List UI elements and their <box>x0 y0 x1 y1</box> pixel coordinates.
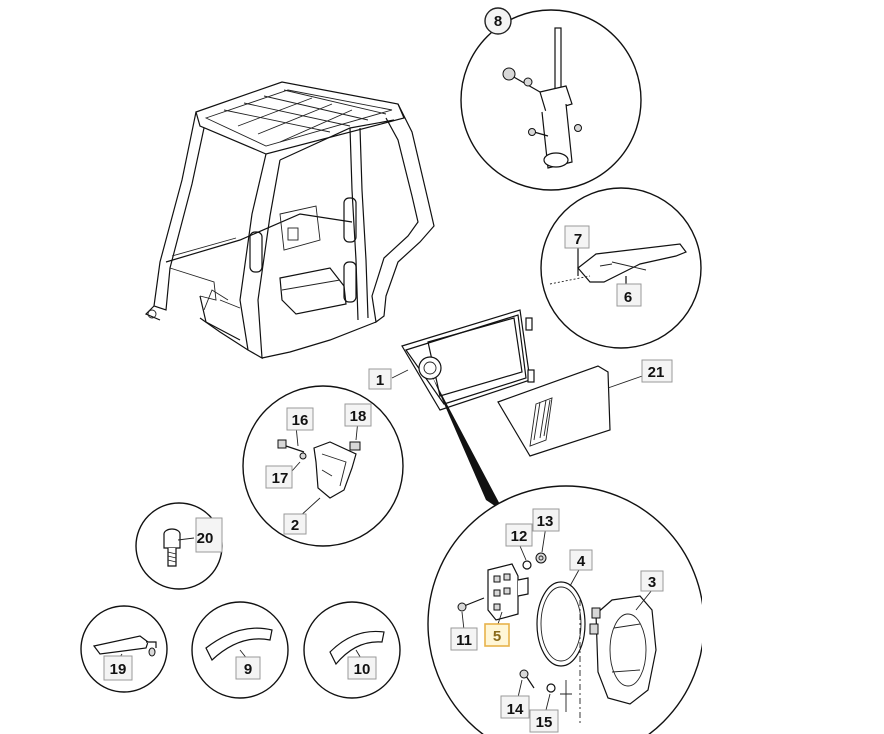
cab-frame-illustration <box>144 81 435 360</box>
callout-5-highlighted: 5 <box>484 623 510 647</box>
detail-adhesive-circle <box>80 605 168 693</box>
svg-text:9: 9 <box>244 661 252 678</box>
svg-text:12: 12 <box>511 528 528 545</box>
svg-text:17: 17 <box>272 470 289 487</box>
svg-text:5: 5 <box>493 628 501 645</box>
callout-21: 21 <box>641 359 673 383</box>
callout-10: 10 <box>347 656 377 680</box>
svg-text:13: 13 <box>537 513 554 530</box>
svg-text:20: 20 <box>197 530 214 547</box>
svg-text:15: 15 <box>536 714 553 731</box>
svg-text:21: 21 <box>648 364 665 381</box>
svg-text:18: 18 <box>350 408 367 425</box>
callout-19: 19 <box>103 655 133 681</box>
svg-text:2: 2 <box>291 517 299 534</box>
callout-9: 9 <box>235 656 261 680</box>
callout-12: 12 <box>505 523 533 547</box>
svg-text:7: 7 <box>574 231 582 248</box>
svg-text:4: 4 <box>577 553 586 570</box>
svg-text:19: 19 <box>110 661 127 678</box>
detail-handle-circle <box>540 187 702 349</box>
callout-15: 15 <box>529 709 559 733</box>
svg-text:16: 16 <box>292 412 309 429</box>
detail-strip-10-circle <box>303 601 401 699</box>
callout-2: 2 <box>283 513 307 535</box>
svg-text:1: 1 <box>376 372 384 389</box>
callout-17: 17 <box>265 465 293 489</box>
callout-20: 20 <box>195 517 223 553</box>
callout-16: 16 <box>286 407 314 431</box>
svg-text:8: 8 <box>494 13 502 30</box>
callout-14: 14 <box>500 695 530 719</box>
detail-lock-assembly-circle <box>427 480 884 734</box>
svg-text:6: 6 <box>624 289 632 306</box>
callout-7: 7 <box>564 225 590 249</box>
callout-18: 18 <box>344 403 372 427</box>
callout-11: 11 <box>450 627 478 651</box>
detail-hinge-circle: 8 <box>460 7 642 191</box>
callout-3: 3 <box>640 570 664 592</box>
svg-text:3: 3 <box>648 574 656 591</box>
svg-text:14: 14 <box>507 701 524 718</box>
svg-text:11: 11 <box>456 632 472 649</box>
callout-4: 4 <box>569 549 593 571</box>
callout-circle-8: 8 <box>484 7 512 35</box>
callout-1: 1 <box>368 368 392 390</box>
door-assembly-illustration <box>401 309 611 512</box>
callout-6: 6 <box>616 283 642 307</box>
svg-text:10: 10 <box>354 661 371 678</box>
callout-13: 13 <box>532 508 560 532</box>
